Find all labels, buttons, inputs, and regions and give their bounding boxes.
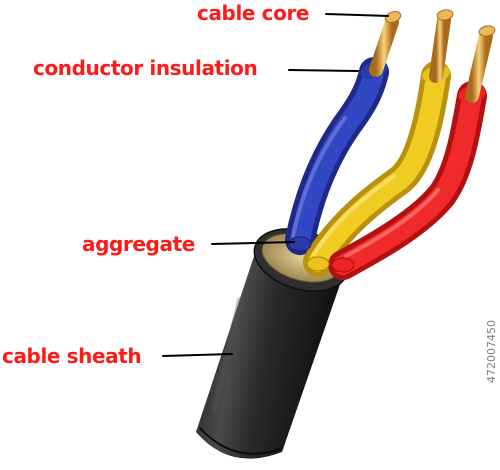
stock-image-id: 472007450 [485,320,498,383]
leader-lines [162,13,389,357]
copper-core-yellow [429,9,454,83]
leader-conductor-insulation [288,69,359,72]
leader-cable-sheath [162,353,233,357]
copper-core-blue [369,11,402,77]
conductor-cross-sections [288,236,355,273]
leader-aggregate [211,241,295,245]
label-cable-sheath: cable sheath [2,344,142,368]
label-cable-core: cable core [197,1,310,25]
label-conductor-insulation: conductor insulation [33,56,258,80]
copper-core-red [465,25,496,103]
leader-cable-core [325,13,389,17]
label-aggregate: aggregate [82,232,195,256]
red-conductor [328,81,487,280]
